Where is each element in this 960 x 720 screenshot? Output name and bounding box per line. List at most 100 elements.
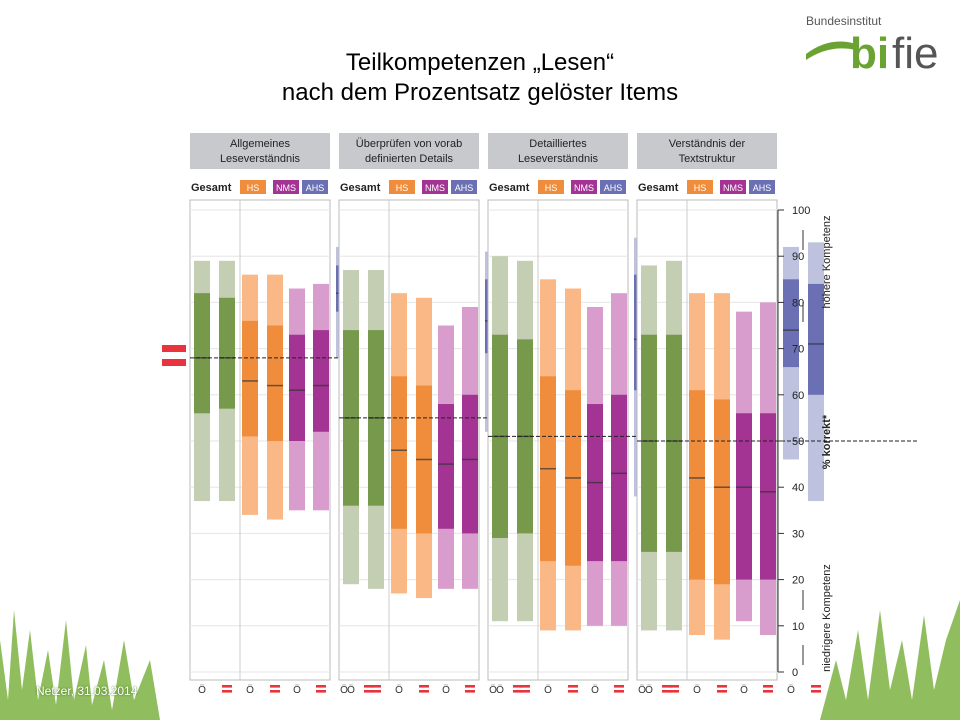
panel-frame xyxy=(189,199,331,681)
group-label-nms: NMS xyxy=(425,183,445,193)
group-label-box-hs xyxy=(389,180,415,194)
group-label-gesamt: Gesamt xyxy=(191,182,232,194)
flag-stripe-bottom xyxy=(568,690,578,693)
y-tick-label: 40 xyxy=(792,482,804,494)
group-label-ahs: AHS xyxy=(604,183,623,193)
flag-stripe-bottom xyxy=(465,690,475,693)
bar-inner-gesamt xyxy=(194,293,210,414)
panel-header-line-2: Textstruktur xyxy=(679,153,736,165)
flag-stripe-top xyxy=(520,685,530,688)
flag-stripe-bottom xyxy=(811,690,821,693)
panel-header-box xyxy=(637,133,777,169)
austria-flag-icon xyxy=(364,685,374,693)
panel-header-line-2: definierten Details xyxy=(365,153,454,165)
austria-flag-icon xyxy=(717,685,727,693)
flag-stripe-top xyxy=(614,685,624,688)
group-label-box-hs xyxy=(240,180,266,194)
grass-right xyxy=(820,600,960,720)
y-upper-label: höhere Kompetenz xyxy=(821,216,833,309)
y-tick-label: 80 xyxy=(792,297,804,309)
x-tick-label: Ö xyxy=(489,684,497,696)
group-label-box-ahs xyxy=(600,180,626,194)
flag-stripe-bottom xyxy=(513,690,523,693)
group-label-box-ahs xyxy=(451,180,477,194)
group-label-hs: HS xyxy=(396,183,409,193)
flag-stripe-top xyxy=(419,685,429,688)
flag-stripe-top xyxy=(513,685,523,688)
bar-inner-nms xyxy=(462,394,478,534)
austria-flag-icon xyxy=(419,685,429,693)
panel-header-line-2: Leseverständnis xyxy=(518,153,599,165)
chart-title: Teilkompetenzen „Lesen“ nach dem Prozent… xyxy=(0,48,960,108)
logo-graphic: bi fie xyxy=(806,29,938,78)
x-tick-label: Ö xyxy=(591,684,599,696)
austria-flag-icon xyxy=(811,685,821,693)
panel-header-line-1: Verständnis der xyxy=(669,138,746,150)
group-label-box-nms xyxy=(571,180,597,194)
panel-header-line-1: Allgemeines xyxy=(230,138,290,150)
x-tick-label: Ö xyxy=(442,684,450,696)
austria-flag-icon xyxy=(465,685,475,693)
flag-stripe-top xyxy=(662,685,672,688)
title-line-1: Teilkompetenzen „Lesen“ xyxy=(345,49,615,76)
x-tick-label: Ö xyxy=(293,684,301,696)
flag-stripe-top xyxy=(316,685,326,688)
austria-flag-icon xyxy=(568,685,578,693)
bar-inner-nms xyxy=(313,330,329,432)
flag-stripe-bottom xyxy=(316,690,326,693)
group-label-box-hs xyxy=(538,180,564,194)
y-tick-label: 20 xyxy=(792,575,804,587)
bar-inner-hs xyxy=(267,325,283,441)
bar-inner-gesamt xyxy=(641,334,657,552)
austria-flag-icon xyxy=(513,685,523,693)
flag-stripe-top xyxy=(717,685,727,688)
group-label-box-ahs xyxy=(749,180,775,194)
y-lower-label: niedrigere Kompetenz xyxy=(821,564,833,672)
austria-flag-icon xyxy=(316,685,326,693)
group-label-nms: NMS xyxy=(723,183,743,193)
group-label-box-hs xyxy=(687,180,713,194)
panel-frame xyxy=(338,199,480,681)
flag-large-red-top xyxy=(162,345,186,352)
flag-large-red-bottom xyxy=(162,359,186,366)
group-label-ahs: AHS xyxy=(753,183,772,193)
panel-header-box xyxy=(339,133,479,169)
group-label-ahs: AHS xyxy=(455,183,474,193)
x-tick-label: Ö xyxy=(395,684,403,696)
group-label-box-ahs xyxy=(302,180,328,194)
bar-inner-hs xyxy=(391,376,407,529)
bar-inner-ahs xyxy=(808,283,824,395)
flag-stripe-bottom xyxy=(270,690,280,693)
flag-stripe-bottom xyxy=(520,690,530,693)
x-tick-label: Ö xyxy=(693,684,701,696)
bar-inner-nms xyxy=(736,413,752,580)
title-line-2: nach dem Prozentsatz gelöster Items xyxy=(281,79,679,106)
flag-stripe-bottom xyxy=(419,690,429,693)
footer-text: Netzer, 31.03.2014 xyxy=(36,684,138,698)
bar-inner-nms xyxy=(438,404,454,529)
x-tick-label: Ö xyxy=(198,684,206,696)
group-label-gesamt: Gesamt xyxy=(489,182,530,194)
bar-inner-gesamt xyxy=(219,297,235,409)
flag-stripe-top xyxy=(763,685,773,688)
group-label-hs: HS xyxy=(694,183,707,193)
austria-flag-icon xyxy=(662,685,672,693)
bar-inner-hs xyxy=(242,320,258,437)
flag-large-white xyxy=(162,352,186,359)
grass-left xyxy=(0,610,160,720)
flag-stripe-top xyxy=(270,685,280,688)
group-label-box-nms xyxy=(422,180,448,194)
austria-flag-icon xyxy=(669,685,679,693)
bar-inner-nms xyxy=(760,413,776,580)
bar-inner-hs xyxy=(689,390,705,580)
panel-header-box xyxy=(190,133,330,169)
x-tick-label: Ö xyxy=(740,684,748,696)
y-tick-label: 0 xyxy=(792,667,798,679)
bar-inner-hs xyxy=(714,399,730,585)
bar-inner-nms xyxy=(289,334,305,441)
flag-stripe-bottom xyxy=(669,690,679,693)
y-tick-label: 60 xyxy=(792,390,804,402)
